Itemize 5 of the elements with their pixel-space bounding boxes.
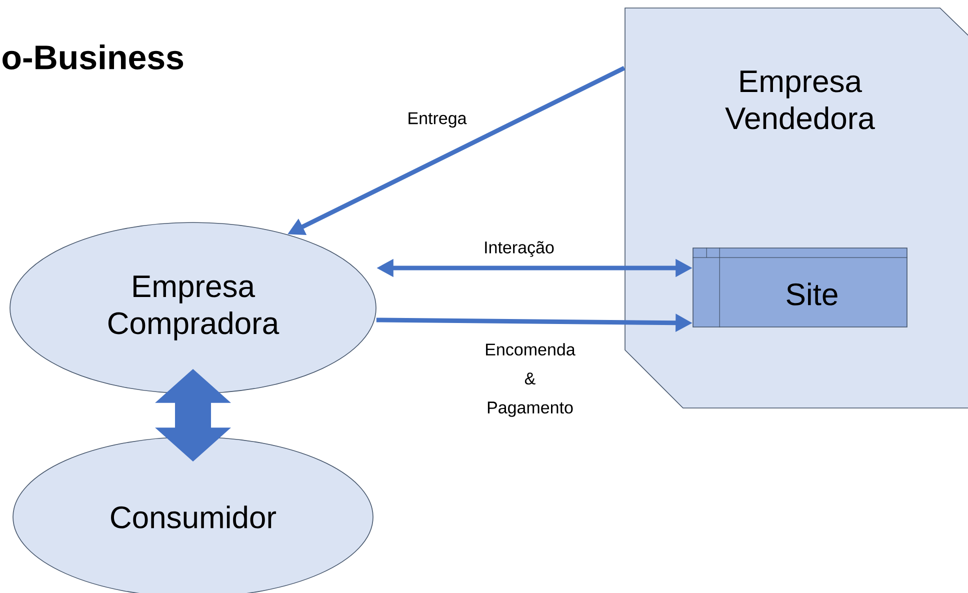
- edge-label: Interação: [482, 240, 556, 258]
- title: o-Business: [2, 44, 184, 70]
- edge-label: Entrega: [406, 111, 468, 129]
- edge-label: Encomenda & Pagamento: [479, 342, 581, 418]
- site-box: Site: [692, 247, 908, 328]
